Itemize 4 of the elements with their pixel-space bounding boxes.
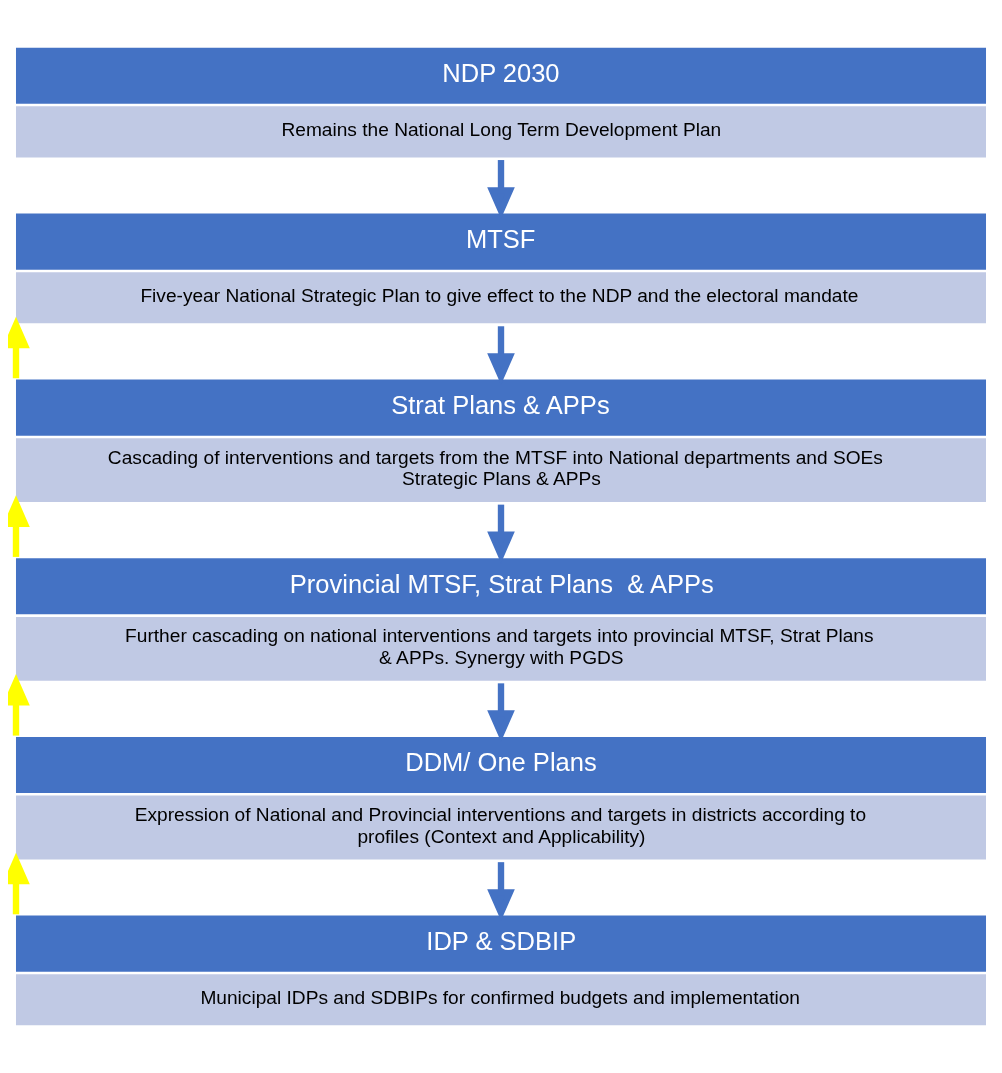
arrow [8,674,30,736]
arrow [8,852,30,915]
arrow [8,316,30,379]
arrow [8,495,30,557]
